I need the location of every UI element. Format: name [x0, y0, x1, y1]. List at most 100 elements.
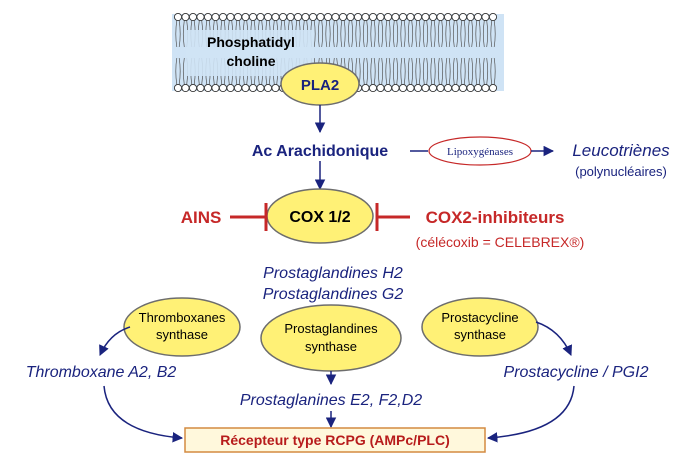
lipid-tail	[467, 57, 474, 85]
lipid-tail	[430, 57, 436, 85]
lipoxygenases-label: Lipoxygénases	[447, 146, 513, 158]
lipid-head	[458, 83, 468, 93]
lipid-tail	[392, 20, 399, 48]
lipid-head	[361, 12, 370, 22]
ac-arachidonique-label: Ac Arachidonique	[252, 143, 388, 160]
recepteur-box	[184, 427, 486, 453]
lipid-tail	[385, 20, 391, 48]
lipid-head	[413, 83, 423, 93]
lipid-head	[196, 83, 205, 93]
lipid-head	[211, 12, 220, 22]
lipid-tail	[445, 20, 451, 48]
lipid-tail	[422, 57, 429, 85]
cox-label: COX 1/2	[289, 209, 350, 226]
lipid-head	[226, 83, 235, 93]
lipid-tail	[370, 57, 376, 85]
prostacycline-synthase-line1: Prostacycline	[441, 310, 518, 325]
lipid-head	[428, 83, 438, 93]
lipid-tail	[452, 20, 459, 48]
lipid-head	[203, 83, 213, 93]
lipid-head	[308, 12, 318, 22]
lipid-tail	[452, 57, 459, 85]
lipid-head	[331, 12, 340, 22]
prostaglanines-e2-label: Prostaglanines E2, F2,D2	[240, 392, 422, 409]
arrow-prostacycline-to-pgi2	[535, 321, 572, 356]
prostaglandines-h2-label: Prostaglandines H2	[263, 265, 403, 282]
lipid-tail	[332, 20, 339, 48]
membrane-label-line2: choline	[226, 53, 275, 69]
lipid-head	[466, 83, 475, 93]
lipid-head	[421, 83, 430, 93]
lipid-tail	[482, 20, 489, 48]
lipid-head	[248, 83, 258, 93]
lipid-head	[368, 83, 378, 93]
lipid-tail	[475, 20, 481, 48]
lipid-head	[473, 12, 483, 22]
lipid-tail	[392, 57, 399, 85]
lipid-head	[451, 12, 460, 22]
lipid-head	[256, 83, 265, 93]
lipid-tail	[490, 57, 496, 85]
lipid-head	[443, 12, 453, 22]
lipid-head	[376, 12, 385, 22]
arrow-pgi2-to-receptor	[486, 385, 575, 443]
lipid-head	[353, 12, 363, 22]
lipid-head	[338, 12, 348, 22]
thromboxanes-synthase-line1: Thromboxanes	[139, 310, 226, 325]
lipid-head	[256, 12, 265, 22]
lipid-head	[488, 83, 498, 93]
lipid-tail	[325, 20, 331, 48]
lipid-head	[271, 12, 280, 22]
lipid-head	[383, 83, 393, 93]
celecoxib-label: (célécoxib = CELEBREX®)	[416, 234, 585, 250]
membrane-label-line1: Phosphatidyl	[207, 34, 295, 50]
lipid-tail	[490, 20, 496, 48]
lipid-head	[181, 12, 190, 22]
arrow-thromboxanes-to-a2	[99, 326, 131, 356]
lipid-head	[368, 12, 378, 22]
lipid-head	[293, 12, 303, 22]
lipid-head	[361, 83, 370, 93]
lipid-head	[413, 12, 423, 22]
lipid-head	[203, 12, 213, 22]
lipid-head	[428, 12, 438, 22]
lipid-head	[241, 83, 250, 93]
lipid-tail	[317, 20, 324, 48]
lipid-tail	[377, 57, 384, 85]
lipid-head	[233, 83, 243, 93]
lipid-head	[248, 12, 258, 22]
cell-membrane: Phosphatidyl choline	[172, 12, 504, 93]
thromboxanes-synthase-line2: synthase	[156, 327, 208, 342]
prostaglandines-g2-label: Prostaglandines G2	[263, 286, 404, 303]
lipid-head	[391, 12, 400, 22]
prostaglandines-synthase-ellipse	[260, 304, 402, 372]
lipid-head	[301, 12, 310, 22]
lipid-tail	[362, 20, 369, 48]
lipid-head	[383, 12, 393, 22]
lipid-head	[278, 12, 288, 22]
lipid-tail	[407, 20, 414, 48]
lipid-tail	[377, 20, 384, 48]
lipid-head	[481, 12, 490, 22]
lipid-head	[473, 83, 483, 93]
lipid-head	[241, 12, 250, 22]
lipid-tail	[415, 20, 421, 48]
lipid-tail	[347, 20, 354, 48]
lipid-head	[398, 12, 408, 22]
lipid-tail	[437, 20, 444, 48]
lipid-head	[376, 83, 385, 93]
cox2-inhibiteurs-label: COX2-inhibiteurs	[426, 208, 565, 227]
lipid-head	[466, 12, 475, 22]
lipid-tail	[407, 57, 414, 85]
prostacycline-synthase-line2: synthase	[454, 327, 506, 342]
lipid-head	[436, 83, 445, 93]
lipid-tail	[175, 57, 181, 85]
lipid-head	[218, 12, 228, 22]
lipid-head	[481, 83, 490, 93]
arrow-a2-to-receptor	[103, 385, 184, 443]
lipid-tail	[340, 20, 346, 48]
lipid-tail	[175, 20, 181, 48]
lipid-tail	[355, 20, 361, 48]
lipid-tail	[445, 57, 451, 85]
